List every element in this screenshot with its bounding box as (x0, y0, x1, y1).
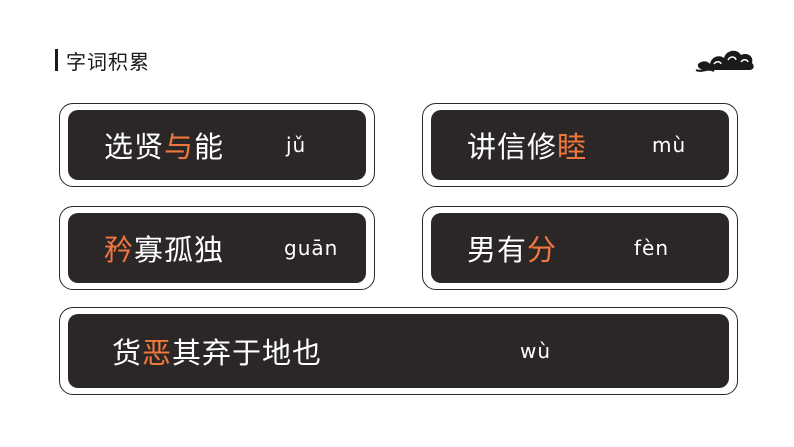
section-title-bar (55, 49, 58, 71)
phrase-text: 其弃于地也 (172, 336, 323, 370)
vocab-phrase: 男有分 (467, 227, 557, 269)
phrase-highlight-char: 与 (164, 130, 195, 164)
phrase-highlight-char: 睦 (557, 130, 588, 164)
vocab-card-panel: 讲信修睦 mù (431, 110, 729, 180)
vocab-card-5: 货恶其弃于地也 wù (59, 307, 738, 395)
phrase-highlight-char: 矜 (104, 233, 135, 267)
vocab-card-3: 矜寡孤独 guān (59, 206, 375, 290)
phrase-highlight-char: 恶 (142, 336, 173, 370)
auspicious-cloud-icon (695, 50, 754, 72)
vocab-phrase: 矜寡孤独 (104, 227, 224, 269)
vocab-card-2: 讲信修睦 mù (422, 103, 738, 187)
vocab-card-4: 男有分 fèn (422, 206, 738, 290)
pinyin-reading: guān (284, 236, 339, 260)
pinyin-reading: wù (520, 339, 552, 363)
pinyin-reading: fèn (634, 236, 670, 260)
vocab-phrase: 货恶其弃于地也 (112, 330, 322, 372)
pinyin-reading: jǔ (286, 133, 307, 157)
phrase-highlight-char: 分 (527, 233, 558, 267)
phrase-text: 能 (194, 130, 225, 164)
vocab-phrase: 讲信修睦 (467, 124, 587, 166)
pinyin-reading: mù (652, 133, 687, 157)
vocab-card-panel: 选贤与能 jǔ (68, 110, 366, 180)
vocab-card-panel: 矜寡孤独 guān (68, 213, 366, 283)
vocab-card-panel: 男有分 fèn (431, 213, 729, 283)
phrase-text: 男有 (467, 233, 528, 267)
vocab-card-panel: 货恶其弃于地也 wù (68, 314, 729, 388)
phrase-text: 寡孤独 (134, 233, 225, 267)
phrase-text: 选贤 (104, 130, 165, 164)
section-title: 字词积累 (66, 49, 150, 74)
vocab-card-1: 选贤与能 jǔ (59, 103, 375, 187)
section-header: 字词积累 (55, 46, 150, 74)
phrase-text: 货 (112, 336, 143, 370)
phrase-text: 讲信修 (467, 130, 558, 164)
vocab-phrase: 选贤与能 (104, 124, 224, 166)
